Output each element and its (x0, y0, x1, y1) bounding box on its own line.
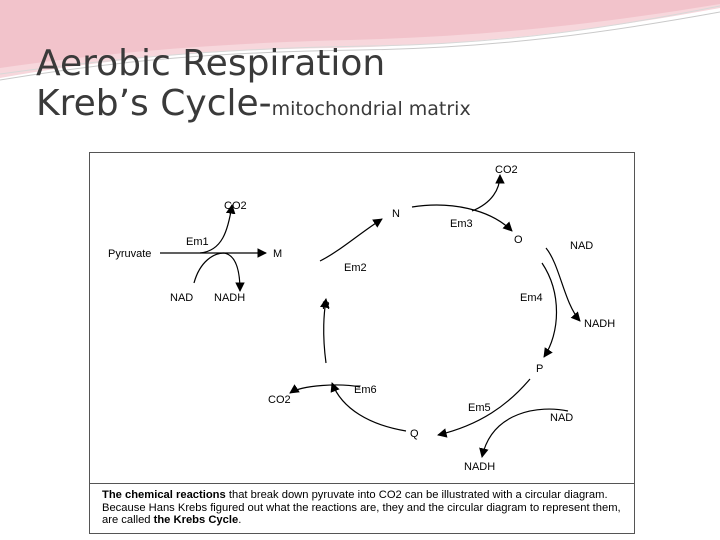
caption-text: that break down pyruvate into CO2 can be… (102, 489, 621, 526)
krebs-cycle-figure: Pyruvate Em1 CO2 NAD NADH M N Em2 CO2 Em… (89, 152, 635, 534)
label-em4: Em4 (520, 292, 543, 304)
caption-period: . (238, 514, 242, 526)
label-pyruvate: Pyruvate (108, 248, 151, 260)
label-o: O (514, 234, 523, 246)
label-em3: Em3 (450, 218, 473, 230)
label-n: N (392, 208, 400, 220)
label-p: P (536, 363, 543, 375)
label-nad-left: NAD (170, 292, 193, 304)
label-co2-top-right: CO2 (495, 164, 518, 176)
label-em5: Em5 (468, 402, 491, 414)
label-em6: Em6 (354, 384, 377, 396)
label-nad-right-top: NAD (570, 240, 593, 252)
caption-bold-krebs: the Krebs Cycle (153, 514, 239, 526)
label-em1: Em1 (186, 236, 209, 248)
pyruvate-reaction-arrows (160, 204, 267, 292)
label-nad-right-bottom: NAD (550, 412, 573, 424)
label-nadh-bottom: NADH (464, 461, 495, 473)
title-line-2-main: Kreb’s Cycle- (36, 83, 272, 124)
label-m: M (273, 248, 282, 260)
label-nadh-left: NADH (214, 292, 245, 304)
label-nadh-right: NADH (584, 318, 615, 330)
side-reaction-arrows (289, 174, 581, 458)
figure-caption: The chemical reactions that break down p… (90, 483, 634, 533)
title-line-2-subtitle: mitochondrial matrix (271, 98, 471, 120)
caption-bold-lead: The chemical reactions (102, 489, 226, 501)
label-co2-bottom-left: CO2 (268, 394, 291, 406)
label-co2-top-left: CO2 (224, 200, 247, 212)
label-q: Q (410, 428, 419, 440)
label-em2: Em2 (344, 262, 367, 274)
header-swoosh-decoration (0, 0, 720, 81)
title-line-1: Aerobic Respiration (36, 43, 386, 84)
cycle-arrows (319, 204, 557, 438)
slide-title: Aerobic Respiration Kreb’s Cycle-mitocho… (36, 44, 471, 129)
krebs-cycle-diagram: Pyruvate Em1 CO2 NAD NADH M N Em2 CO2 Em… (108, 164, 615, 473)
label-r: R (322, 300, 330, 312)
